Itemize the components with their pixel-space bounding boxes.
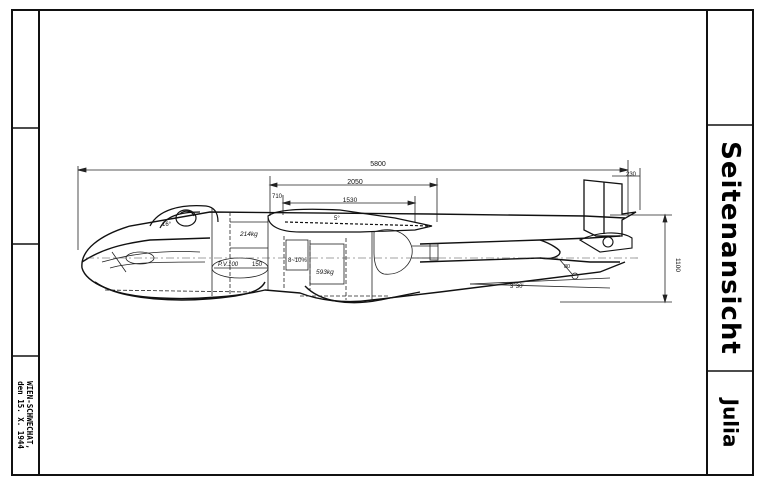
dimension-1100-label: 1100 — [674, 258, 681, 272]
sheet-title: Seitenansicht — [715, 141, 746, 355]
label-pct: 8~10% — [288, 258, 308, 264]
place-date-block: WIEN-SCHWECHAT, den 15. X. 1944 — [12, 356, 38, 474]
dimension-710-label: 710 — [272, 194, 283, 200]
sheet-title-block: Seitenansicht — [707, 125, 753, 371]
label-weight-593: 593kg — [316, 269, 334, 276]
date-line: den 15. X. 1944 — [16, 381, 26, 449]
dimension-230-label: 230 — [626, 172, 637, 178]
dimension-2050 — [268, 176, 439, 222]
dimension-overall-length — [77, 160, 629, 250]
place-line: WIEN-SCHWECHAT, — [25, 381, 35, 449]
wing-profile — [267, 208, 433, 233]
outer-frame — [11, 9, 754, 476]
label-angle-cockpit: 16° — [162, 222, 172, 228]
dimension-overall-label: 5800 — [370, 161, 386, 168]
label-80: 80 — [564, 264, 570, 270]
internal-structure — [101, 208, 611, 300]
project-name-block: Julia — [707, 372, 753, 474]
dimension-1530 — [281, 195, 417, 222]
label-150: 150 — [252, 262, 263, 268]
project-name: Julia — [718, 398, 743, 448]
horizontal-tail — [578, 232, 633, 253]
dimension-2050-label: 2050 — [347, 179, 363, 186]
label-angle-tail: 3°30' — [510, 284, 524, 290]
dimension-230 — [612, 168, 641, 210]
dimension-1530-label: 1530 — [343, 197, 358, 204]
tail-fin — [583, 179, 637, 237]
label-angle-top: 5° — [334, 216, 340, 222]
dimension-1100 — [560, 213, 672, 304]
place-date-text: WIEN-SCHWECHAT, den 15. X. 1944 — [16, 381, 34, 449]
cockpit-canopy — [149, 205, 219, 229]
label-weight-214: 214kg — [239, 231, 258, 238]
label-pack: P.V.100 — [218, 262, 239, 268]
